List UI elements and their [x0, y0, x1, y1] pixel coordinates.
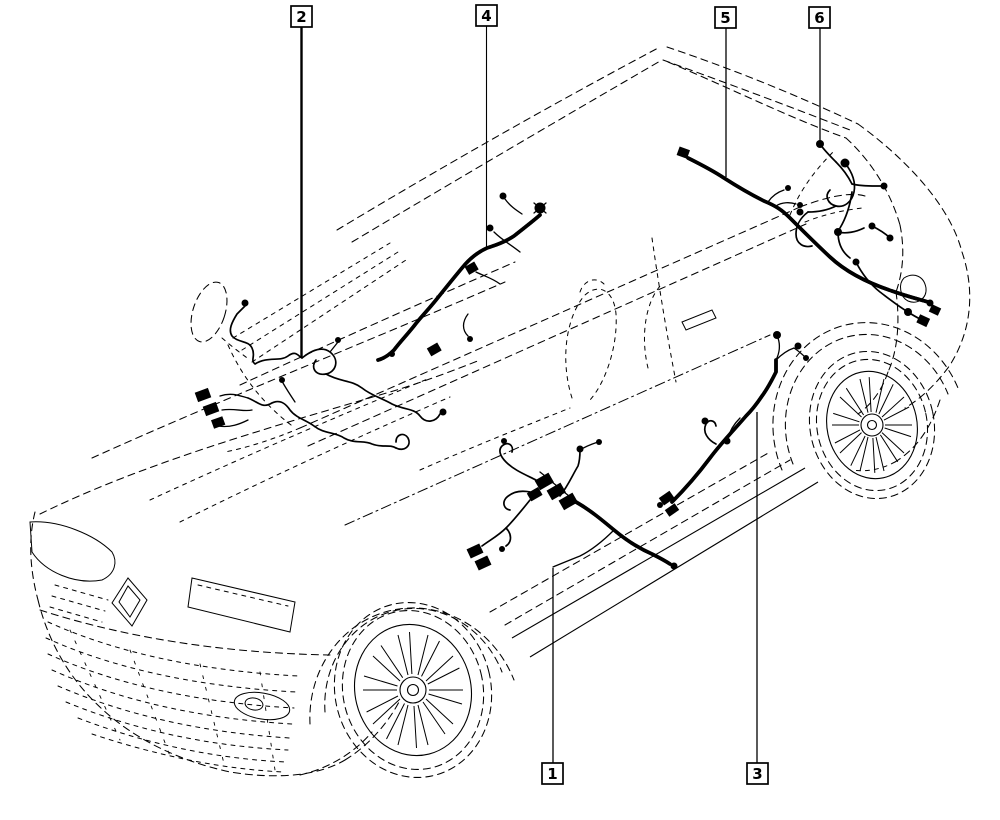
- callout-box-1[interactable]: 1: [541, 762, 564, 785]
- callout-box-2[interactable]: 2: [290, 5, 313, 28]
- headlight-left: [29, 521, 116, 582]
- car-outline: [29, 46, 971, 778]
- harness-3[interactable]: [657, 331, 809, 517]
- callout-label-4: 4: [481, 7, 491, 25]
- side-body-lines: [224, 193, 866, 626]
- front-wheel: [309, 602, 515, 778]
- leader-lines: [300, 25, 821, 763]
- roofline: [232, 46, 859, 386]
- license-plate-recess: [187, 577, 296, 633]
- harness-6[interactable]: [795, 140, 931, 328]
- rear-wheel-spokes: [832, 377, 912, 473]
- rear-wheel: [772, 322, 959, 500]
- hood-lines: [39, 281, 506, 523]
- callout-label-1: 1: [547, 765, 557, 783]
- interior-seats: [565, 279, 663, 401]
- fog-lamp: [233, 691, 291, 721]
- callout-label-3: 3: [752, 765, 762, 783]
- front-wheel-spokes: [363, 631, 463, 749]
- callout-label-5: 5: [720, 9, 730, 27]
- callout-label-6: 6: [814, 9, 824, 27]
- callout-box-5[interactable]: 5: [714, 6, 737, 29]
- harness-2[interactable]: [194, 299, 447, 451]
- renault-diamond-logo: [111, 577, 148, 627]
- side-mirror: [190, 281, 251, 361]
- front-face: [29, 511, 401, 777]
- grille-crosshatch: [45, 621, 299, 773]
- callout-box-6[interactable]: 6: [808, 6, 831, 29]
- harness-1[interactable]: [466, 438, 678, 571]
- callout-box-3[interactable]: 3: [746, 762, 769, 785]
- callout-box-4[interactable]: 4: [475, 4, 498, 27]
- harness-4[interactable]: [376, 192, 547, 362]
- callout-label-2: 2: [296, 8, 306, 26]
- harness-5[interactable]: [676, 146, 942, 316]
